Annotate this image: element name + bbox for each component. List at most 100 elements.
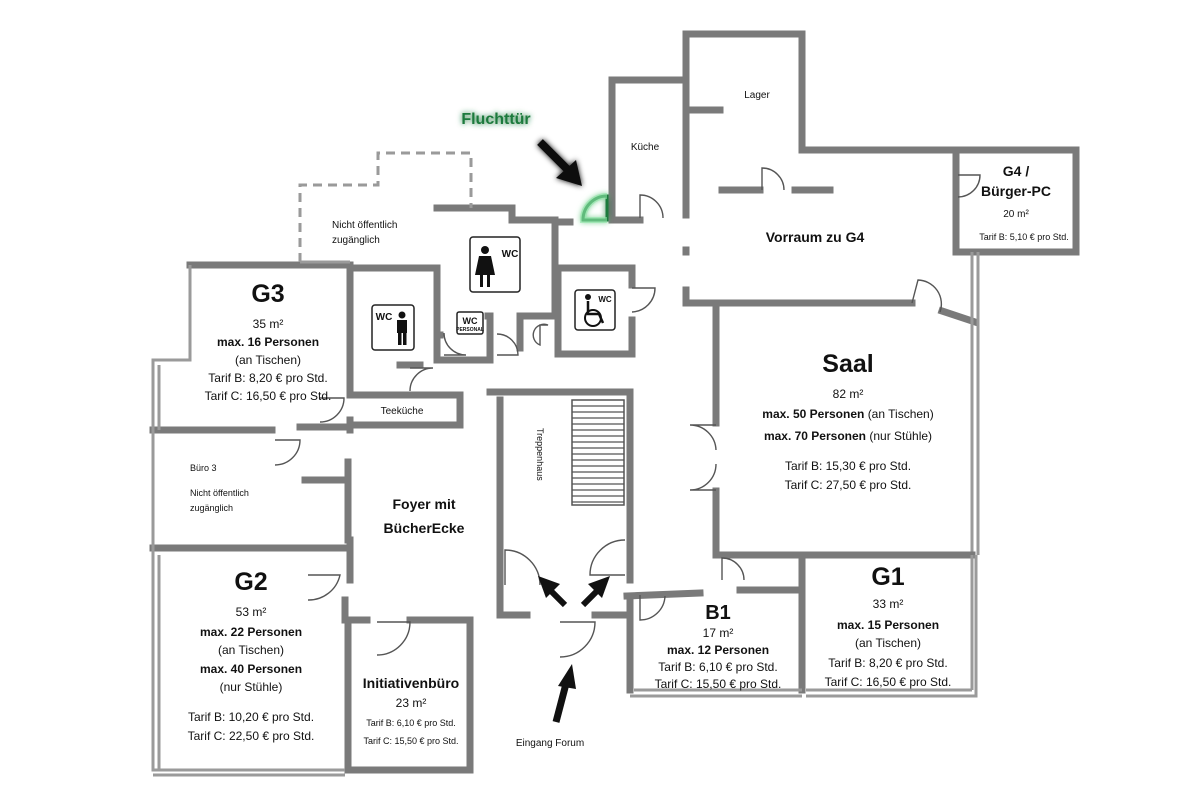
door-swing-icon: [689, 424, 717, 451]
room-capacity: max. 16 Personen: [217, 335, 319, 349]
room-note: (an Tischen): [218, 643, 284, 657]
not-public-label: Nicht öffentlich: [332, 220, 397, 231]
wc-accessible-icon: WC: [574, 289, 616, 331]
entrance-label: Eingang Forum: [516, 738, 584, 749]
room-tarif: Tarif C: 22,50 € pro Std.: [188, 729, 315, 743]
stairs-icon: [571, 399, 625, 506]
arrow-icon: [552, 664, 576, 723]
room-tarif: Tarif B: 5,10 € pro Std.: [979, 232, 1069, 242]
emergency-exit-label: Fluchttür: [461, 111, 530, 128]
room-label-buero3: Büro 3: [190, 463, 217, 473]
room-b1: B1 17 m² max. 12 Personen Tarif B: 6,10 …: [655, 602, 782, 691]
room-g2: G2 53 m² max. 22 Personen (an Tischen) m…: [188, 568, 315, 743]
room-area: 23 m²: [396, 696, 427, 710]
room-note: (nur Stühle): [220, 680, 283, 694]
room-capacity-note: (nur Stühle): [869, 429, 932, 443]
room-tarif: Tarif B: 10,20 € pro Std.: [188, 710, 314, 724]
room-title: G2: [234, 568, 267, 596]
door-swing-icon: [957, 174, 981, 198]
door-swing-icon: [274, 439, 301, 466]
room-label-kueche: Küche: [631, 142, 660, 153]
room-g1: G1 33 m² max. 15 Personen (an Tischen) T…: [825, 563, 952, 689]
door-swing-icon: [319, 397, 345, 423]
room-g3: G3 35 m² max. 16 Personen (an Tischen) T…: [205, 280, 332, 403]
door-swing-icon: [639, 595, 666, 621]
room-area: 53 m²: [236, 605, 267, 619]
room-tarif: Tarif B: 6,10 € pro Std.: [366, 718, 456, 728]
door-swing-icon: [496, 333, 519, 356]
room-capacity: max. 70 Personen (nur Stühle): [764, 429, 932, 443]
room-area: 20 m²: [1003, 209, 1029, 220]
room-label-vorraum: Vorraum zu G4: [766, 229, 865, 245]
door-swing-icon: [689, 463, 717, 491]
wc-women-icon: WC: [469, 236, 521, 293]
room-saal: Saal 82 m² max. 50 Personen (an Tischen)…: [762, 350, 933, 492]
room-capacity-max: max. 50 Personen: [762, 407, 864, 421]
arrow-icon: [537, 139, 582, 186]
room-area: 33 m²: [873, 597, 904, 611]
room-capacity: max. 40 Personen: [200, 662, 302, 676]
door-swing-icon: [559, 621, 596, 658]
door-swing-icon: [307, 574, 341, 601]
labels: Fluchttür Lager Küche Nicht öffentlich z…: [190, 90, 864, 749]
door-swing-icon: [911, 279, 943, 313]
not-public-label: Nicht öffentlich: [190, 488, 249, 498]
room-tarif: Tarif B: 8,20 € pro Std.: [828, 656, 947, 670]
room-title: Bürger-PC: [981, 183, 1051, 199]
room-title: B1: [705, 602, 731, 624]
room-note: (an Tischen): [855, 636, 921, 650]
door-swing-icon: [589, 539, 626, 576]
room-tarif: Tarif C: 16,50 € pro Std.: [205, 389, 332, 403]
room-capacity-max: max. 70 Personen: [764, 429, 866, 443]
door-swing-icon: [376, 621, 411, 656]
room-tarif: Tarif B: 15,30 € pro Std.: [785, 459, 911, 473]
door-swing-icon: [504, 549, 541, 586]
not-public-label: zugänglich: [332, 235, 380, 246]
arrow-icon: [538, 576, 568, 608]
room-tarif: Tarif B: 6,10 € pro Std.: [658, 660, 777, 674]
room-label-lager: Lager: [744, 90, 770, 101]
room-capacity: max. 22 Personen: [200, 625, 302, 639]
wc-staff-label: WC: [463, 316, 478, 326]
room-title: G4 /: [1003, 163, 1030, 179]
room-capacity: max. 15 Personen: [837, 618, 939, 632]
wc-label: WC: [502, 249, 519, 260]
room-label-foyer: BücherEcke: [384, 520, 465, 536]
walls: [149, 30, 1080, 777]
room-capacity: max. 50 Personen (an Tischen): [762, 407, 933, 421]
wc-staff-sublabel: PERSONAL: [456, 327, 484, 333]
door-swing-icon: [639, 194, 664, 219]
room-tarif: Tarif C: 16,50 € pro Std.: [825, 675, 952, 689]
room-tarif: Tarif C: 15,50 € pro Std.: [363, 736, 458, 746]
room-tarif: Tarif B: 8,20 € pro Std.: [208, 371, 327, 385]
room-area: 35 m²: [253, 317, 284, 331]
wc-label: WC: [376, 312, 393, 323]
room-g4: G4 / Bürger-PC 20 m² Tarif B: 5,10 € pro…: [979, 163, 1069, 242]
room-tarif: Tarif C: 15,50 € pro Std.: [655, 677, 782, 691]
room-title: G3: [251, 280, 284, 308]
emergency-exit-door: [579, 193, 609, 223]
door-swing-icon: [443, 332, 467, 356]
arrows: [537, 139, 610, 723]
room-initiativenbuero: Initiativenbüro 23 m² Tarif B: 6,10 € pr…: [363, 675, 459, 746]
room-label-teekueche: Teeküche: [381, 406, 424, 417]
wc-staff-icon: WC PERSONAL: [456, 311, 484, 335]
room-label-treppenhaus: Treppenhaus: [535, 428, 545, 481]
room-note: (an Tischen): [235, 353, 301, 367]
room-title: G1: [871, 563, 904, 591]
not-public-label: zugänglich: [190, 503, 233, 513]
room-capacity: max. 12 Personen: [667, 643, 769, 657]
room-title: Initiativenbüro: [363, 675, 459, 691]
arrow-icon: [580, 576, 610, 608]
door-swing-icon: [532, 323, 549, 347]
door-swing-icon: [761, 167, 785, 191]
room-area: 82 m²: [833, 387, 864, 401]
room-label-foyer: Foyer mit: [392, 496, 455, 512]
door-swing-icon: [721, 557, 745, 581]
room-tarif: Tarif C: 27,50 € pro Std.: [785, 478, 912, 492]
wc-men-icon: WC: [371, 304, 415, 351]
room-title: Saal: [822, 350, 873, 378]
room-capacity-note: (an Tischen): [868, 407, 934, 421]
door-swing-icon: [631, 287, 656, 313]
